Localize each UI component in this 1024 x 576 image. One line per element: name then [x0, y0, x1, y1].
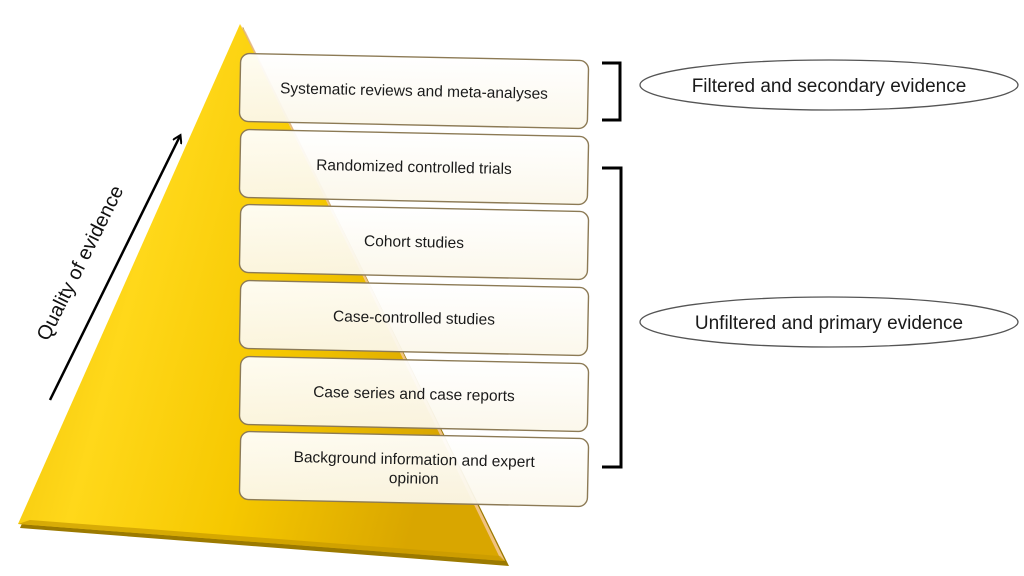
group-label-filtered: Filtered and secondary evidence — [639, 59, 1019, 111]
bracket-unfiltered — [602, 166, 623, 469]
group-label-unfiltered: Unfiltered and primary evidence — [639, 296, 1019, 348]
level-box-rect — [238, 52, 590, 130]
level-box-1: Systematic reviews and meta-analyses — [238, 52, 590, 130]
level-label: Cohort studies — [364, 233, 465, 252]
group-unfiltered-label: Unfiltered and primary evidence — [695, 313, 963, 334]
level-box-2: Randomized controlled trials — [238, 128, 590, 206]
level-box-rect — [238, 128, 590, 206]
level-box-rect — [238, 430, 590, 508]
level-box-5: Case series and case reports — [238, 355, 590, 433]
ellipse-filtered — [639, 59, 1019, 111]
level-label: Randomized controlled trials — [316, 157, 512, 178]
pyramid-base-bevel — [18, 520, 505, 561]
ellipse-unfiltered — [639, 296, 1019, 348]
group-filtered-label: Filtered and secondary evidence — [692, 76, 967, 97]
group-brackets — [602, 61, 623, 469]
level-box-rect — [238, 203, 590, 281]
quality-arrow — [48, 136, 180, 401]
level-box-rect — [238, 279, 590, 357]
level-box-rect — [238, 355, 590, 433]
level-label: opinion — [389, 470, 439, 488]
pyramid-levels: Systematic reviews and meta-analysesRand… — [238, 52, 590, 508]
level-label: Case-controlled studies — [333, 308, 496, 328]
level-label: Case series and case reports — [313, 384, 515, 405]
level-box-3: Cohort studies — [238, 203, 590, 281]
level-label: Background information and expert — [293, 449, 535, 471]
bracket-filtered — [602, 61, 622, 122]
level-label: Systematic reviews and meta-analyses — [280, 80, 548, 103]
level-box-4: Case-controlled studies — [238, 279, 590, 357]
